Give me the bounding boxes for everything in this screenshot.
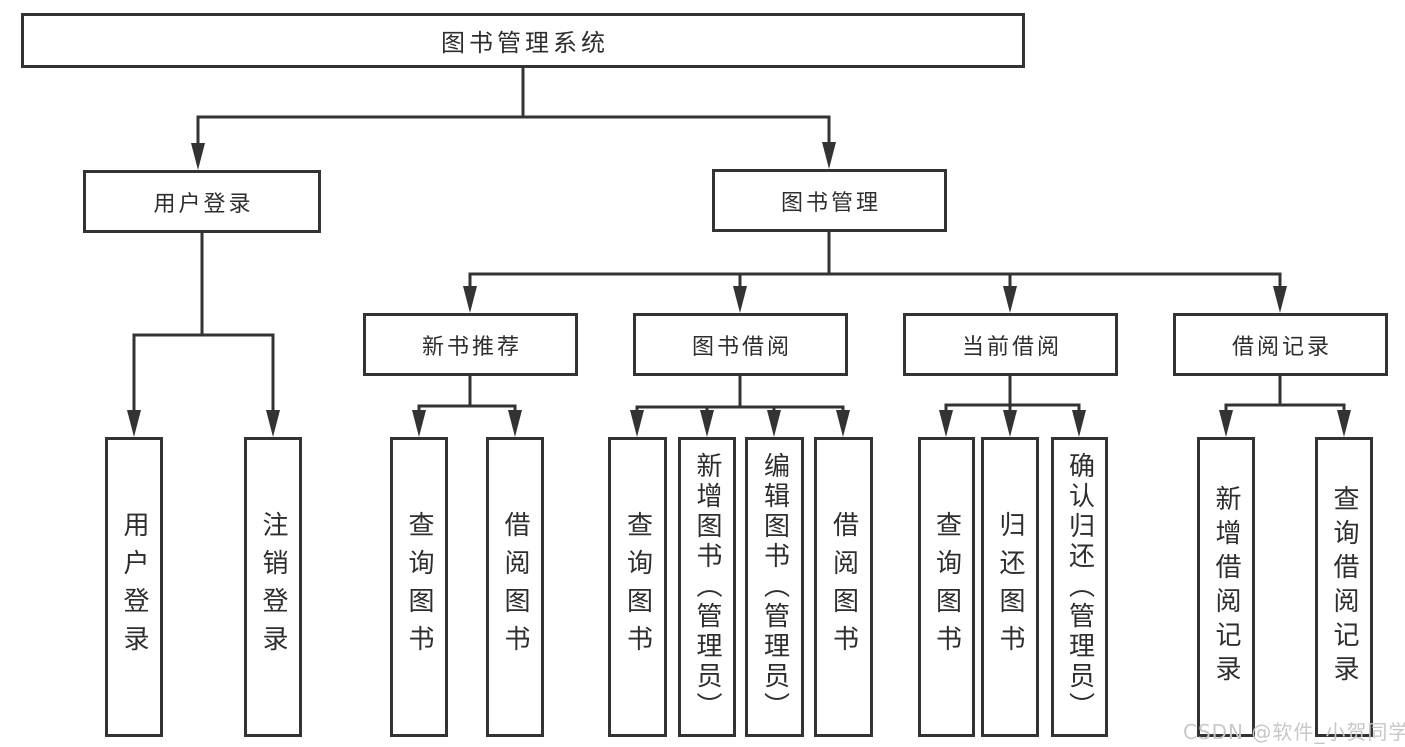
leaf-nb-borrow-books-label: 借阅图书 bbox=[500, 511, 530, 663]
leaf-bb-query-books: 查询图书 bbox=[608, 437, 667, 737]
node-borrow-records-label: 借阅记录 bbox=[1231, 334, 1332, 360]
leaf-nb-query-books: 查询图书 bbox=[390, 437, 448, 737]
connector-root-to-level2 bbox=[191, 68, 836, 170]
csdn-watermark: CSDN @软件_小贺同学 bbox=[1183, 720, 1405, 744]
leaf-user-login: 用户登录 bbox=[105, 437, 163, 737]
node-book-management: 图书管理 bbox=[712, 169, 947, 232]
leaf-cb-query-books: 查询图书 bbox=[918, 437, 975, 737]
leaf-bb-borrow-books: 借阅图书 bbox=[814, 437, 873, 737]
node-book-management-label: 图书管理 bbox=[780, 190, 881, 216]
leaf-br-query-record: 查询借阅记录 bbox=[1315, 437, 1373, 737]
node-current-borrow-label: 当前借阅 bbox=[961, 334, 1062, 360]
connector-borrow-records-to-leaves bbox=[1219, 375, 1351, 437]
node-root-label: 图书管理系统 bbox=[441, 29, 609, 57]
connector-book-management-to-level3 bbox=[463, 232, 1287, 313]
leaf-br-add-record-label: 新增借阅记录 bbox=[1211, 485, 1241, 689]
node-book-borrow-label: 图书借阅 bbox=[691, 334, 792, 360]
node-new-book-recommend-label: 新书推荐 bbox=[421, 334, 522, 360]
leaf-bb-add-books: 新增图书（管理员） bbox=[678, 437, 736, 737]
node-current-borrow: 当前借阅 bbox=[903, 313, 1118, 376]
leaf-bb-query-books-label: 查询图书 bbox=[622, 511, 653, 663]
leaf-bb-add-books-label: 新增图书（管理员） bbox=[692, 452, 722, 722]
node-root: 图书管理系统 bbox=[21, 13, 1025, 68]
leaf-logout: 注销登录 bbox=[244, 437, 302, 737]
leaf-cb-return-books-label: 归还图书 bbox=[995, 511, 1025, 663]
leaf-bb-borrow-books-label: 借阅图书 bbox=[828, 511, 859, 663]
node-borrow-records: 借阅记录 bbox=[1173, 313, 1388, 376]
leaf-br-add-record: 新增借阅记录 bbox=[1197, 437, 1255, 737]
leaf-cb-confirm-return: 确认归还（管理员） bbox=[1051, 437, 1108, 737]
node-user-login-label: 用户登录 bbox=[153, 191, 254, 217]
leaf-logout-label: 注销登录 bbox=[258, 511, 288, 663]
leaf-nb-query-books-label: 查询图书 bbox=[404, 511, 434, 663]
node-book-borrow: 图书借阅 bbox=[633, 313, 848, 376]
leaf-bb-edit-books: 编辑图书（管理员） bbox=[745, 437, 804, 737]
leaf-cb-confirm-return-label: 确认归还（管理员） bbox=[1064, 452, 1095, 722]
leaf-br-query-record-label: 查询借阅记录 bbox=[1329, 485, 1359, 689]
leaf-cb-return-books: 归还图书 bbox=[981, 437, 1039, 737]
connector-current-borrow-to-leaves bbox=[939, 376, 1086, 437]
connector-user-login-to-leaves bbox=[127, 233, 280, 437]
node-new-book-recommend: 新书推荐 bbox=[363, 313, 578, 376]
leaf-nb-borrow-books: 借阅图书 bbox=[486, 437, 544, 737]
connector-book-borrow-to-leaves bbox=[630, 376, 850, 437]
node-user-login: 用户登录 bbox=[83, 170, 321, 233]
connector-new-book-recommend-to-leaves bbox=[412, 376, 522, 437]
leaf-bb-edit-books-label: 编辑图书（管理员） bbox=[759, 452, 790, 722]
leaf-cb-query-books-label: 查询图书 bbox=[931, 511, 962, 663]
leaf-user-login-label: 用户登录 bbox=[119, 511, 149, 663]
